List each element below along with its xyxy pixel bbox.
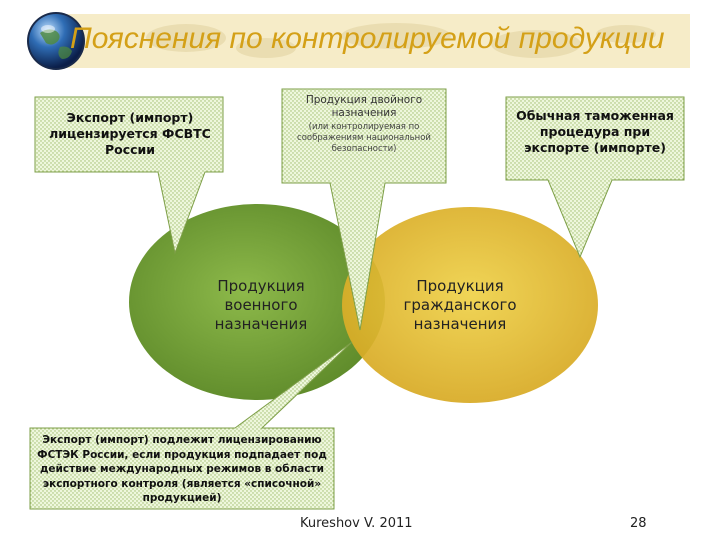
dual-use-text: Продукция двойного назначения (или контр… — [284, 94, 444, 155]
dual-use-subtitle: (или контролируемая по соображениям наци… — [297, 122, 431, 154]
civil-oval — [342, 207, 598, 403]
customs-callout — [505, 96, 685, 259]
title-band — [66, 14, 690, 68]
export-license-callout — [34, 96, 224, 255]
military-oval — [129, 204, 385, 400]
customs-text: Обычная таможенная процедура при экспорт… — [516, 108, 674, 155]
military-oval-label: Продукция военного назначения — [214, 277, 308, 333]
civil-oval-label: Продукция гражданского назначения — [403, 277, 517, 333]
fstek-text: Экспорт (импорт) подлежит лицензированию… — [37, 434, 327, 504]
footer-author: Kureshov V. 2011 — [300, 516, 413, 531]
page-title: Пояснения по контролируемой продукции — [70, 22, 665, 55]
page-number: 28 — [630, 516, 647, 531]
export-license-text: Экспорт (импорт) лицензируется ФСВТС Рос… — [49, 110, 211, 157]
globe-icon — [27, 12, 85, 70]
dual-use-title: Продукция двойного назначения — [305, 94, 423, 119]
fstek-callout — [29, 341, 353, 510]
dual-use-callout — [281, 88, 447, 331]
world-map-background — [146, 23, 656, 58]
